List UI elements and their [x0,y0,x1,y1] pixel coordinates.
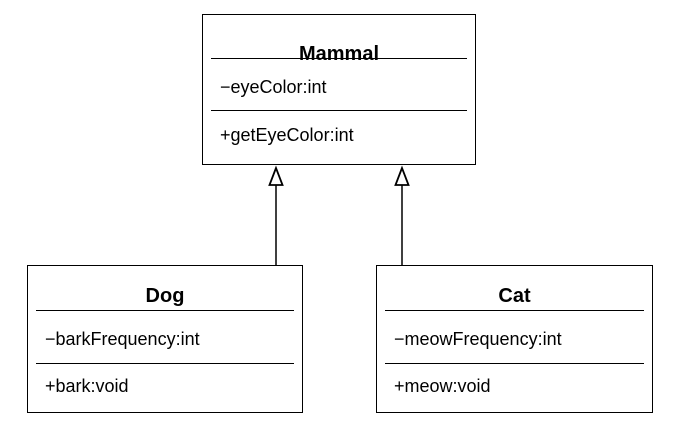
dog-to-mammal-arrowhead [268,165,284,186]
class-box-mammal[interactable]: Mammal −eyeColor:int +getEyeColor:int [202,14,476,165]
attribute-eye-color: −eyeColor:int [220,77,327,97]
name-attribute-divider [36,310,294,311]
attribute-bark-frequency: −barkFrequency:int [45,329,200,349]
class-name-mammal: Mammal [298,43,380,65]
class-name-dog: Dog [145,285,185,307]
method-bark: +bark:void [45,376,129,396]
cat-generalization-arrow [394,165,410,265]
name-attribute-divider [211,58,467,59]
dog-generalization-arrow [268,165,284,265]
attribute-method-divider [211,110,467,111]
attribute-method-divider [36,363,294,364]
method-get-eye-color: +getEyeColor:int [220,125,354,145]
attribute-method-divider [385,363,644,364]
method-meow: +meow:void [394,376,491,396]
attribute-meow-frequency: −meowFrequency:int [394,329,562,349]
cat-to-mammal-arrowhead [394,165,410,186]
name-attribute-divider [385,310,644,311]
class-name-cat: Cat [498,285,531,307]
class-box-dog[interactable]: Dog −barkFrequency:int +bark:void [27,265,303,413]
class-box-cat[interactable]: Cat −meowFrequency:int +meow:void [376,265,653,413]
